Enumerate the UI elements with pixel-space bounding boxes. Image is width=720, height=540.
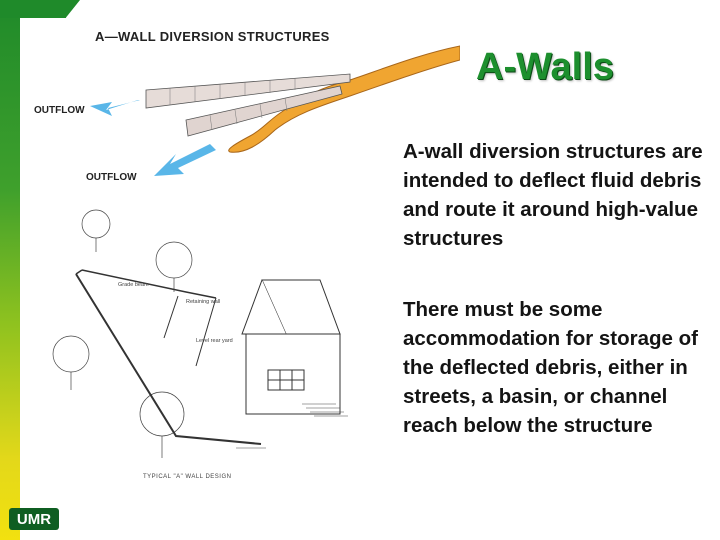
body-paragraph-2: There must be some accommodation for sto… (403, 298, 699, 437)
house-shape (241, 279, 341, 415)
umr-logo-text: UMR (17, 511, 51, 528)
outflow-arrow-upper (90, 100, 140, 116)
a-wall-outline (75, 273, 262, 445)
level-rear-yard-label: Level rear yard (196, 338, 233, 344)
a-wall-diversion-illustration: A—WALL DIVERSION STRUCTURES OUTFLOW OUTF… (20, 18, 461, 188)
body-paragraph-1: A-wall diversion structures are intended… (403, 140, 703, 250)
typical-a-wall-design-illustration: Grade beam Retaining wall Level rear yar… (36, 196, 356, 486)
outflow-arrow-lower (154, 144, 216, 176)
outflow-label-lower: OUTFLOW (86, 172, 137, 183)
slide-title: A-Walls (476, 46, 614, 88)
grade-beam-label: Grade beam (118, 282, 149, 288)
left-band-top-accent (0, 0, 80, 18)
lower-wall-shape (185, 85, 343, 137)
figure-bottom-caption: TYPICAL "A" WALL DESIGN (143, 474, 232, 480)
diversion-drawing (90, 45, 461, 176)
tree-shapes (52, 209, 193, 458)
retaining-wall-label: Retaining wall (186, 299, 221, 305)
upper-wall-shape (145, 73, 351, 109)
steps-shape (302, 403, 348, 417)
umr-logo: UMR (9, 508, 59, 530)
a-wall-design-drawing (52, 209, 348, 458)
figure-top-title: A—WALL DIVERSION STRUCTURES (95, 29, 330, 44)
outflow-label-upper: OUTFLOW (34, 105, 85, 116)
